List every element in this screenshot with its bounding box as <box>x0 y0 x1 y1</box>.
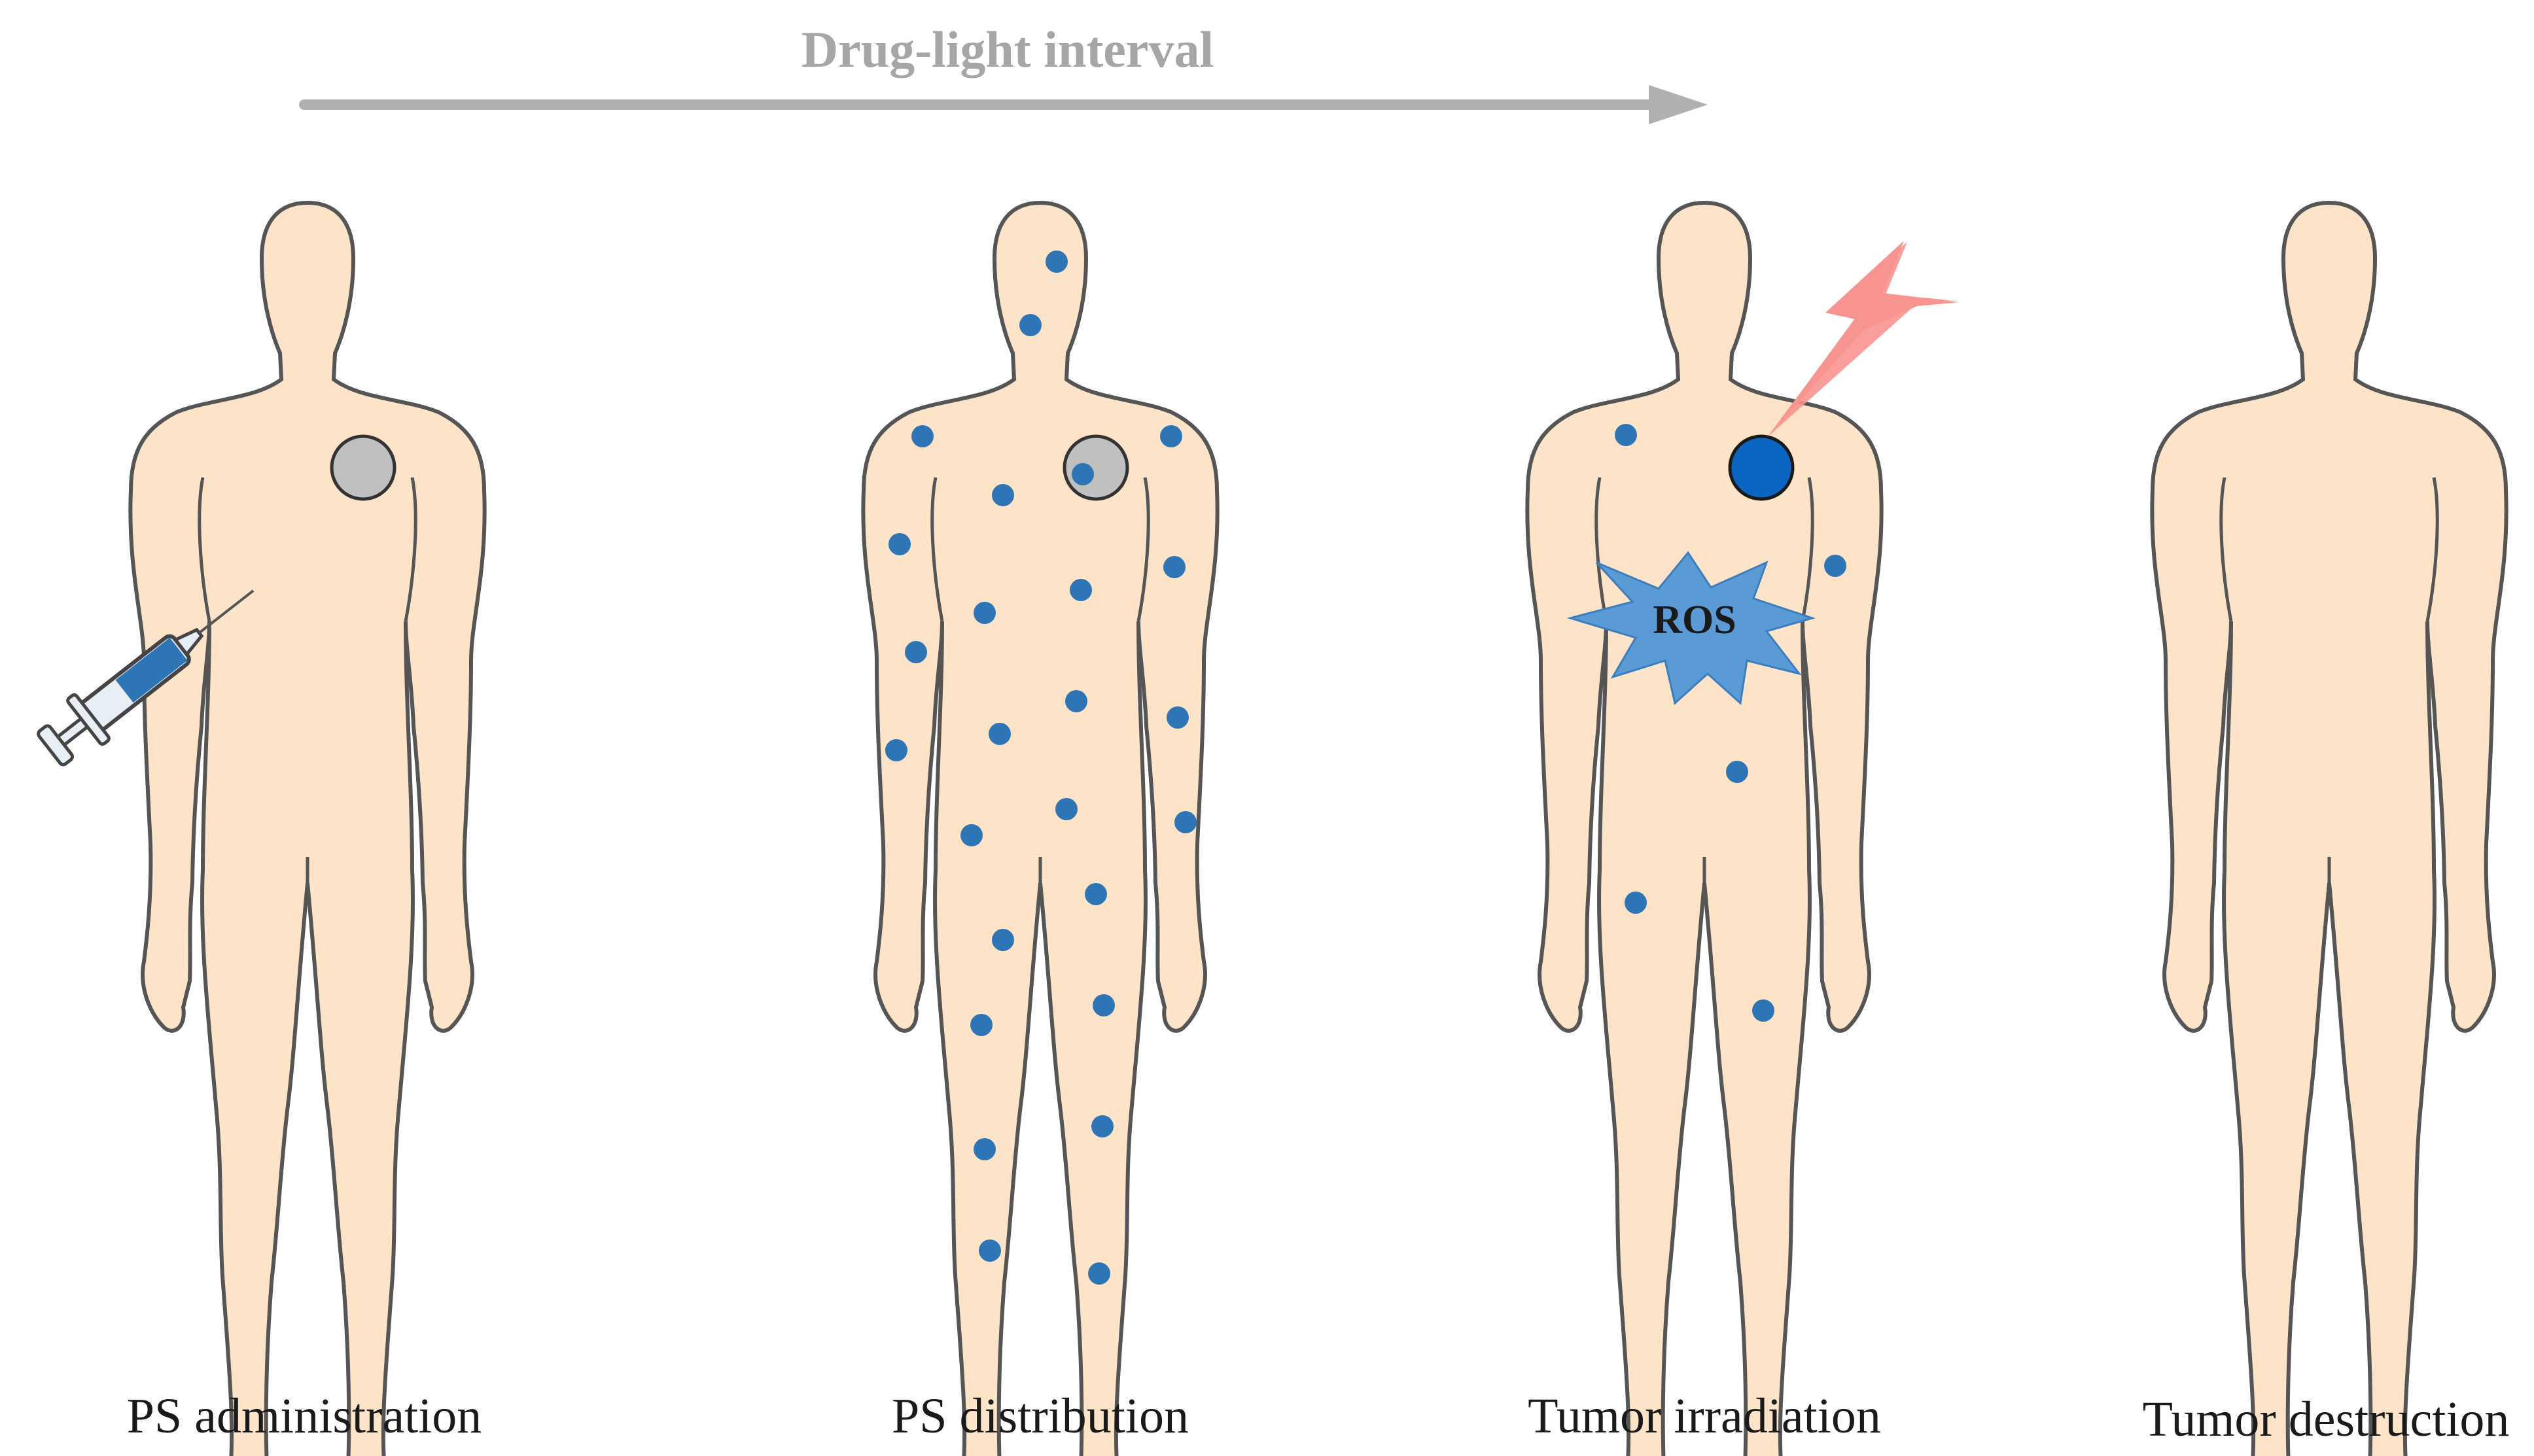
tumor-untreated <box>330 434 396 501</box>
human-body-figure <box>863 203 1217 1456</box>
human-body-figure <box>2152 203 2506 1456</box>
human-body-figure <box>1527 203 1881 1456</box>
tumor-activated <box>1728 434 1795 501</box>
ros-label: ROS <box>1653 598 1736 642</box>
stage-caption-destruction: Tumor destruction <box>2143 1392 2510 1447</box>
stage-tumor-destruction: Tumor destruction <box>2143 203 2510 1456</box>
drug-light-interval-label: Drug-light interval <box>801 21 1214 78</box>
stage-caption-distribution: PS distribution <box>892 1389 1189 1444</box>
syringe-icon <box>37 589 255 767</box>
ps-particles <box>885 251 1197 1285</box>
ps-particles <box>1615 424 1846 1022</box>
stage-ps-distribution: PS distribution <box>863 203 1217 1456</box>
ros-burst-icon <box>1566 551 1816 705</box>
light-beam-icon <box>1770 242 1956 435</box>
drug-light-interval-arrow <box>299 85 1708 124</box>
stage-caption-irradiation: Tumor irradiation <box>1528 1389 1881 1444</box>
stage-tumor-irradiation: ROS Tumor irradiation <box>1527 203 1960 1456</box>
stage-caption-administration: PS administration <box>127 1389 482 1444</box>
stage-ps-administration: PS administration <box>37 203 485 1456</box>
human-body-figure <box>130 203 484 1456</box>
